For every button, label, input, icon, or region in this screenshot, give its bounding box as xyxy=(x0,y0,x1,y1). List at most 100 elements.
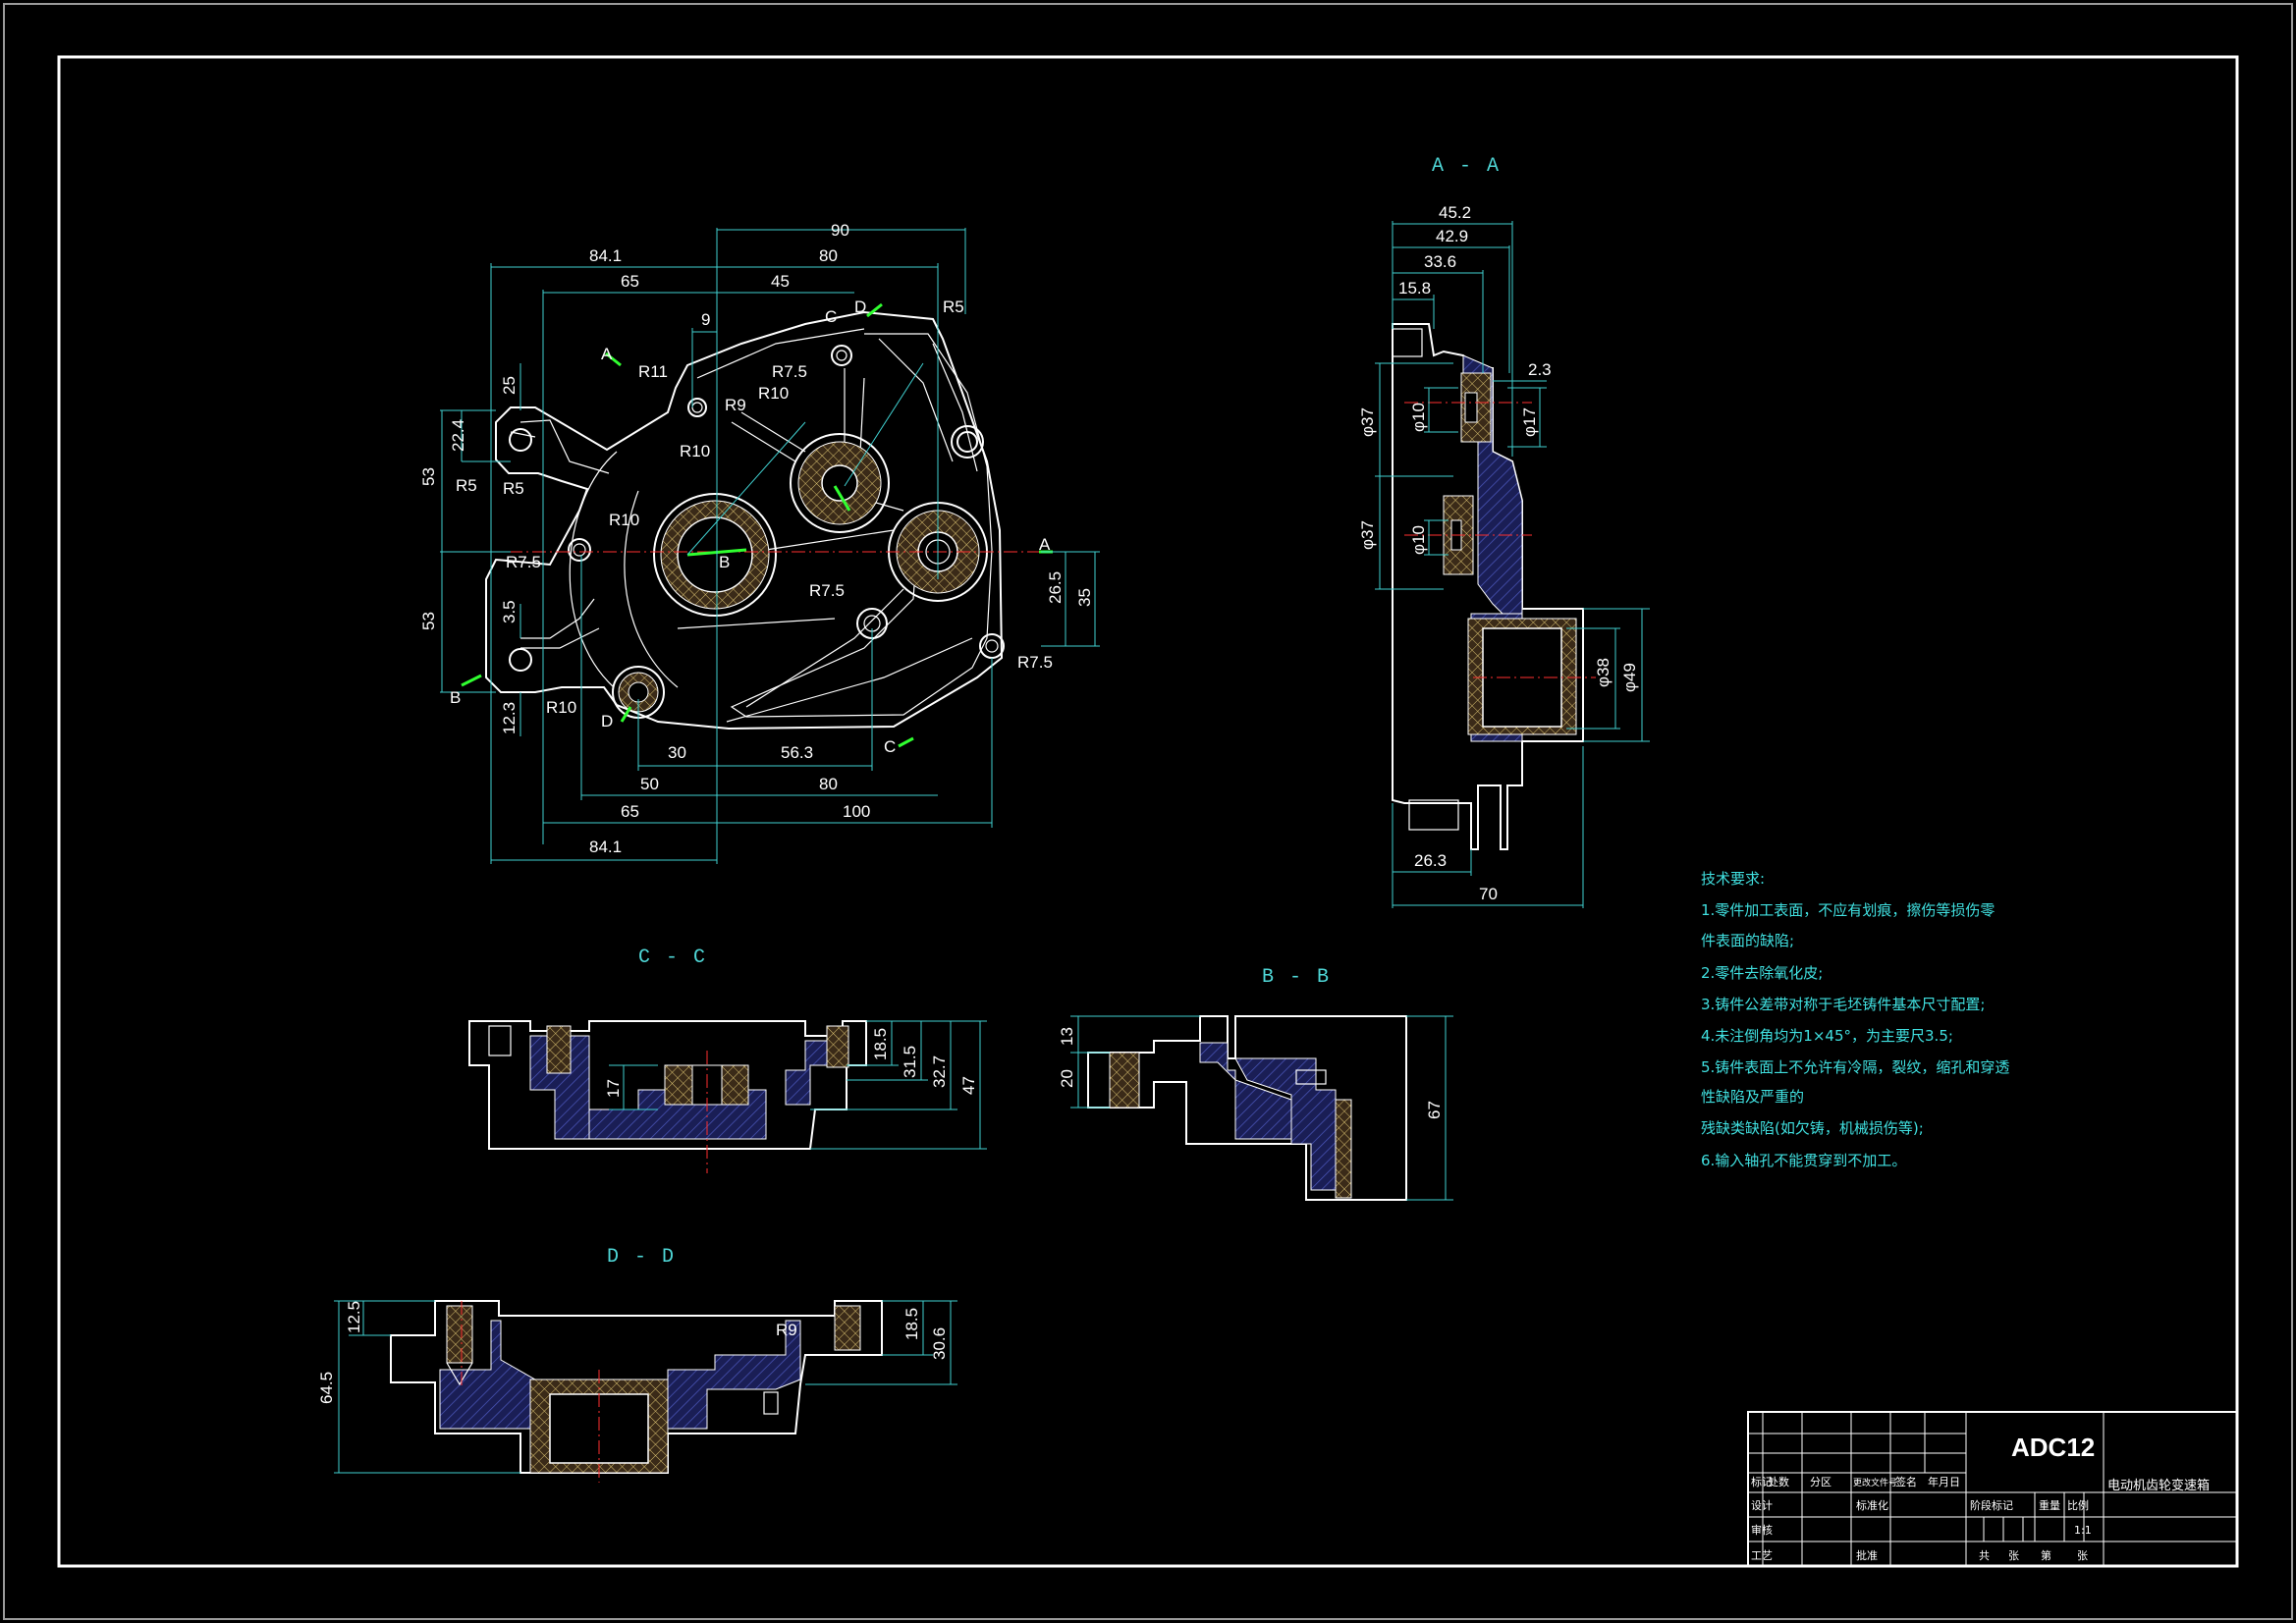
dim-text: 26.3 xyxy=(1414,851,1447,870)
title-cell: 重量 xyxy=(2039,1498,2060,1512)
section-cc-label: C - C xyxy=(638,947,707,969)
dim-text: 53 xyxy=(419,467,438,486)
dim-text: R9 xyxy=(776,1321,797,1339)
note-line: 5.铸件表面上不允许有冷隔，裂纹，缩孔和穿透 xyxy=(1701,1058,2009,1076)
note-line: 6.输入轴孔不能贯穿到不加工。 xyxy=(1701,1152,1906,1169)
dim-text: 17 xyxy=(604,1079,623,1098)
dim-text: R5 xyxy=(943,298,964,316)
note-line: 4.未注倒角均为1×45°，为主要尺3.5; xyxy=(1701,1027,1953,1045)
cut-letter: A xyxy=(1039,535,1051,554)
section-bb-view: B - B 13 20 67 xyxy=(1058,966,1453,1201)
dim-text: 65 xyxy=(621,272,639,291)
title-cell: 批准 xyxy=(1856,1548,1878,1562)
dim-text: 30 xyxy=(668,743,686,762)
dim-text: 47 xyxy=(959,1076,978,1095)
dim-text: 84.1 xyxy=(589,838,622,856)
title-cell: 签名 xyxy=(1895,1475,1917,1488)
dim-text: R7.5 xyxy=(1017,653,1053,672)
dim-text: R7.5 xyxy=(772,362,807,381)
title-cell: 阶段标记 xyxy=(1970,1498,2013,1512)
note-line: 性缺陷及严重的 xyxy=(1701,1088,1804,1106)
dim-text: φ10 xyxy=(1409,525,1428,555)
dim-text: R10 xyxy=(546,698,576,717)
main-view-outline xyxy=(485,310,1004,730)
title-cell: 更改文件号 xyxy=(1853,1477,1897,1488)
outer-border xyxy=(3,3,2293,1620)
dim-text: 56.3 xyxy=(781,743,813,762)
section-dd-view: D - D 12.5 64.5 R9 18.5 30.6 xyxy=(317,1246,957,1483)
dim-text: 13 xyxy=(1058,1027,1076,1046)
dim-text: 12.3 xyxy=(500,702,519,734)
dim-text: R7.5 xyxy=(506,553,541,571)
technical-notes: 技术要求: 1.零件加工表面，不应有划痕，擦伤等损伤零 件表面的缺陷; 2.零件… xyxy=(1701,870,2009,1169)
title-cell: 工艺 xyxy=(1751,1549,1773,1562)
cut-letter: D xyxy=(854,298,866,316)
dim-text: 64.5 xyxy=(317,1372,336,1404)
dim-text: 35 xyxy=(1075,588,1094,607)
dim-text: 65 xyxy=(621,802,639,821)
title-cell: 设计 xyxy=(1751,1499,1773,1512)
main-plan-view xyxy=(440,228,1100,864)
section-cut-letters: A A B B C C D D xyxy=(450,298,1051,756)
dim-text: R5 xyxy=(503,479,524,498)
notes-heading: 技术要求: xyxy=(1701,870,1765,888)
dim-text: 33.6 xyxy=(1424,252,1456,271)
dim-text: 53 xyxy=(419,612,438,630)
dim-text: φ10 xyxy=(1409,403,1428,432)
section-cc-view: C - C 18.5 31.5 32.7 47 17 xyxy=(468,947,987,1173)
dim-text: 84.1 xyxy=(589,246,622,265)
dim-text: 32.7 xyxy=(930,1055,949,1088)
dim-text: 3.5 xyxy=(500,600,519,623)
dim-text: 45 xyxy=(771,272,790,291)
note-line: 2.零件去除氧化皮; xyxy=(1701,964,1823,982)
dim-text: 31.5 xyxy=(901,1046,919,1078)
cut-letter: C xyxy=(825,307,837,326)
dim-text: φ17 xyxy=(1520,407,1539,437)
section-aa-label: A - A xyxy=(1432,155,1501,178)
cut-letter: D xyxy=(601,712,613,730)
note-line: 残缺类缺陷(如欠铸，机械损伤等); xyxy=(1701,1119,1924,1137)
dim-text: 15.8 xyxy=(1398,279,1431,298)
title-cell: 张 xyxy=(2008,1549,2019,1562)
section-dd-label: D - D xyxy=(607,1246,676,1269)
dim-text: R5 xyxy=(456,476,477,495)
dim-text: R10 xyxy=(609,511,639,529)
dim-text: 80 xyxy=(819,775,838,793)
title-block: ADC12 电动机齿轮变速箱 标记 处数 分区 更改文件号 签名 年月日 设计 … xyxy=(1747,1411,2238,1567)
title-cell: 标记 xyxy=(1751,1475,1773,1488)
dim-text: R10 xyxy=(758,384,789,403)
note-line: 1.零件加工表面，不应有划痕，擦伤等损伤零 xyxy=(1701,901,1995,919)
dim-text: 42.9 xyxy=(1436,227,1468,245)
dim-text: 2.3 xyxy=(1528,360,1552,379)
dim-text: 70 xyxy=(1479,885,1498,903)
dim-text: 30.6 xyxy=(930,1327,949,1360)
note-line: 3.铸件公差带对称于毛坯铸件基本尺寸配置; xyxy=(1701,996,1985,1013)
dim-text: 26.5 xyxy=(1046,571,1065,604)
cut-letter: B xyxy=(450,688,461,707)
dim-text: 9 xyxy=(701,310,710,329)
dim-text: φ37 xyxy=(1358,520,1377,550)
title-cell: 处数 xyxy=(1768,1476,1789,1488)
dim-text: 22.4 xyxy=(449,419,467,452)
cut-letter: B xyxy=(719,553,730,571)
dim-text: φ49 xyxy=(1620,663,1639,692)
cut-letter: A xyxy=(601,345,613,363)
dim-text: 45.2 xyxy=(1439,203,1471,222)
dim-text: 20 xyxy=(1058,1069,1076,1088)
title-cell: 张 xyxy=(2077,1549,2088,1562)
section-bb-label: B - B xyxy=(1262,966,1331,989)
title-cell: 第 xyxy=(2041,1548,2051,1562)
dim-text: R9 xyxy=(725,396,746,414)
section-aa-view: A - A xyxy=(1358,155,1650,908)
dim-text: R11 xyxy=(638,362,668,381)
title-cell: 年月日 xyxy=(1928,1475,1960,1488)
title-cell: 审核 xyxy=(1751,1523,1773,1537)
drawing-frame xyxy=(57,55,2239,1568)
dim-text: R10 xyxy=(680,442,710,460)
dim-text: 18.5 xyxy=(902,1308,921,1340)
dim-text: 12.5 xyxy=(345,1301,363,1333)
dim-text: 25 xyxy=(500,376,519,395)
dim-text: φ38 xyxy=(1594,658,1613,687)
dim-text: 50 xyxy=(640,775,659,793)
